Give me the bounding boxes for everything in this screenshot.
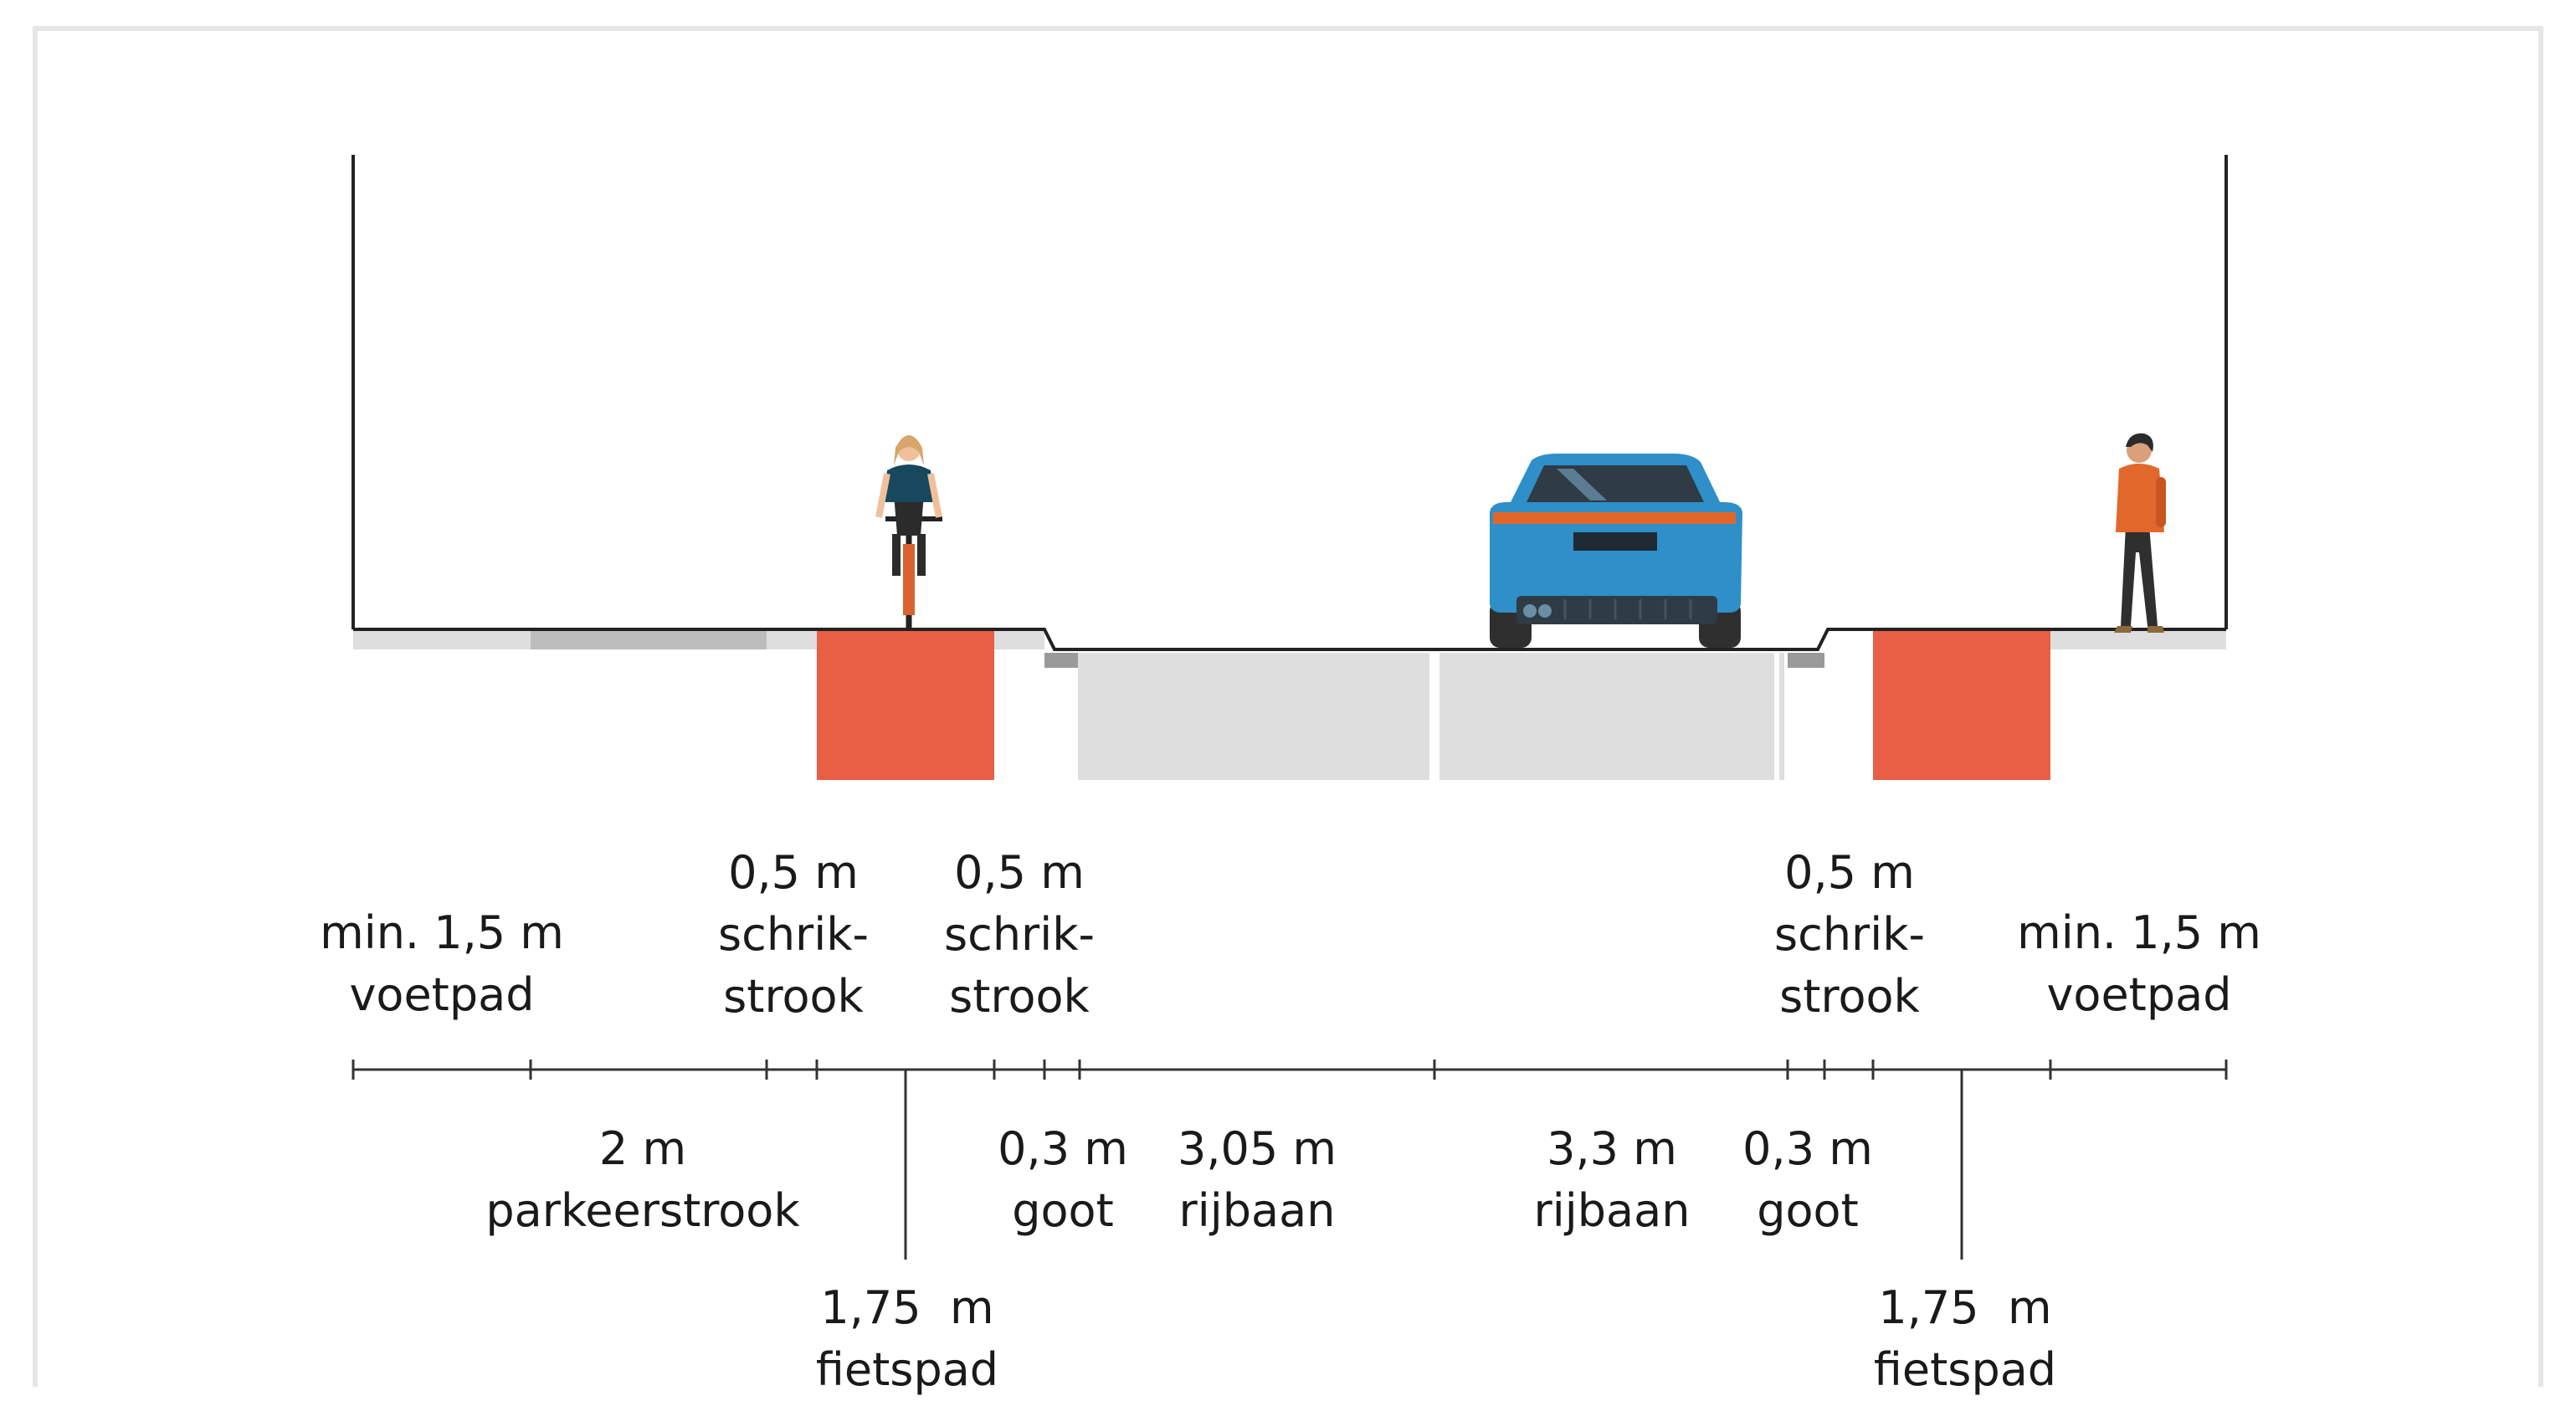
- label-size: min. 1,5 m: [320, 906, 564, 959]
- frame-border: [33, 26, 2543, 1387]
- label-name: strook: [949, 970, 1090, 1023]
- label-rijbaan-left: 3,05 m rijbaan: [1178, 1118, 1337, 1242]
- label-rijbaan-right: 3,3 m rijbaan: [1534, 1118, 1691, 1242]
- label-size: 0,5 m: [954, 846, 1085, 899]
- label-name: goot: [1757, 1184, 1859, 1237]
- label-name: parkeerstrook: [485, 1184, 800, 1237]
- label-name: fietspad: [815, 1343, 999, 1396]
- cyclist-icon: [875, 435, 942, 629]
- label-schrikstrook-1: 0,5 m schrik- strook: [718, 842, 869, 1028]
- schrikstrook-paving-1: [767, 629, 817, 649]
- carriageway-right: [1439, 653, 1774, 780]
- label-schrikstrook-2: 0,5 m schrik- strook: [944, 842, 1095, 1028]
- schrikstrook-paving-2: [994, 629, 1044, 649]
- label-size: 3,3 m: [1547, 1122, 1677, 1175]
- car-icon: [1490, 454, 1742, 648]
- label-name: strook: [723, 970, 864, 1023]
- label-voetpad-right: min. 1,5 m voetpad: [2017, 902, 2261, 1026]
- label-size: min. 1,5 m: [2017, 906, 2261, 959]
- dimension-ticks: [352, 1060, 2228, 1080]
- label-size: 0,3 m: [998, 1122, 1128, 1175]
- gutter-right: [1788, 653, 1824, 668]
- label-name: schrik-: [943, 908, 1096, 961]
- pedestrian-icon: [2114, 433, 2166, 633]
- street-profile-line: [353, 628, 2226, 651]
- label-name: strook: [1779, 970, 1920, 1023]
- label-parkeerstrook: 2 m parkeerstrook: [485, 1118, 799, 1242]
- label-name: rijbaan: [1533, 1184, 1691, 1237]
- label-name: voetpad: [2046, 968, 2232, 1021]
- label-fietspad-right: 1,75 m fietspad: [1874, 1277, 2056, 1401]
- label-size: 0,5 m: [1784, 846, 1915, 899]
- label-name: voetpad: [349, 968, 535, 1021]
- label-name: rijbaan: [1178, 1184, 1336, 1237]
- label-schrikstrook-3: 0,5 m schrik- strook: [1774, 842, 1925, 1028]
- label-size: 0,3 m: [1742, 1122, 1873, 1175]
- left-sidewalk-paving: [353, 629, 531, 649]
- label-fietspad-left: 1,75 m fietspad: [816, 1277, 998, 1401]
- label-name: goot: [1012, 1184, 1114, 1237]
- label-size: 3,05 m: [1177, 1122, 1337, 1175]
- label-size: 0,5 m: [728, 846, 859, 899]
- carriageway-edge: [1779, 653, 1784, 780]
- label-name: schrik-: [1773, 908, 1926, 961]
- bike-lane-right: [1873, 629, 2050, 780]
- bike-lane-left: [817, 629, 994, 780]
- carriageway-left: [1078, 653, 1429, 780]
- gutter-left: [1044, 653, 1078, 668]
- label-voetpad-left: min. 1,5 m voetpad: [320, 902, 564, 1026]
- label-name: schrik-: [717, 908, 870, 961]
- label-goot-left: 0,3 m goot: [998, 1118, 1128, 1242]
- label-size: 1,75 m: [1878, 1281, 2052, 1334]
- label-name: fietspad: [1873, 1343, 2057, 1396]
- parking-lane-paving: [531, 629, 767, 649]
- label-goot-right: 0,3 m goot: [1742, 1118, 1873, 1242]
- right-sidewalk-paving: [2050, 629, 2226, 649]
- label-size: 1,75 m: [820, 1281, 994, 1334]
- label-size: 2 m: [598, 1122, 687, 1175]
